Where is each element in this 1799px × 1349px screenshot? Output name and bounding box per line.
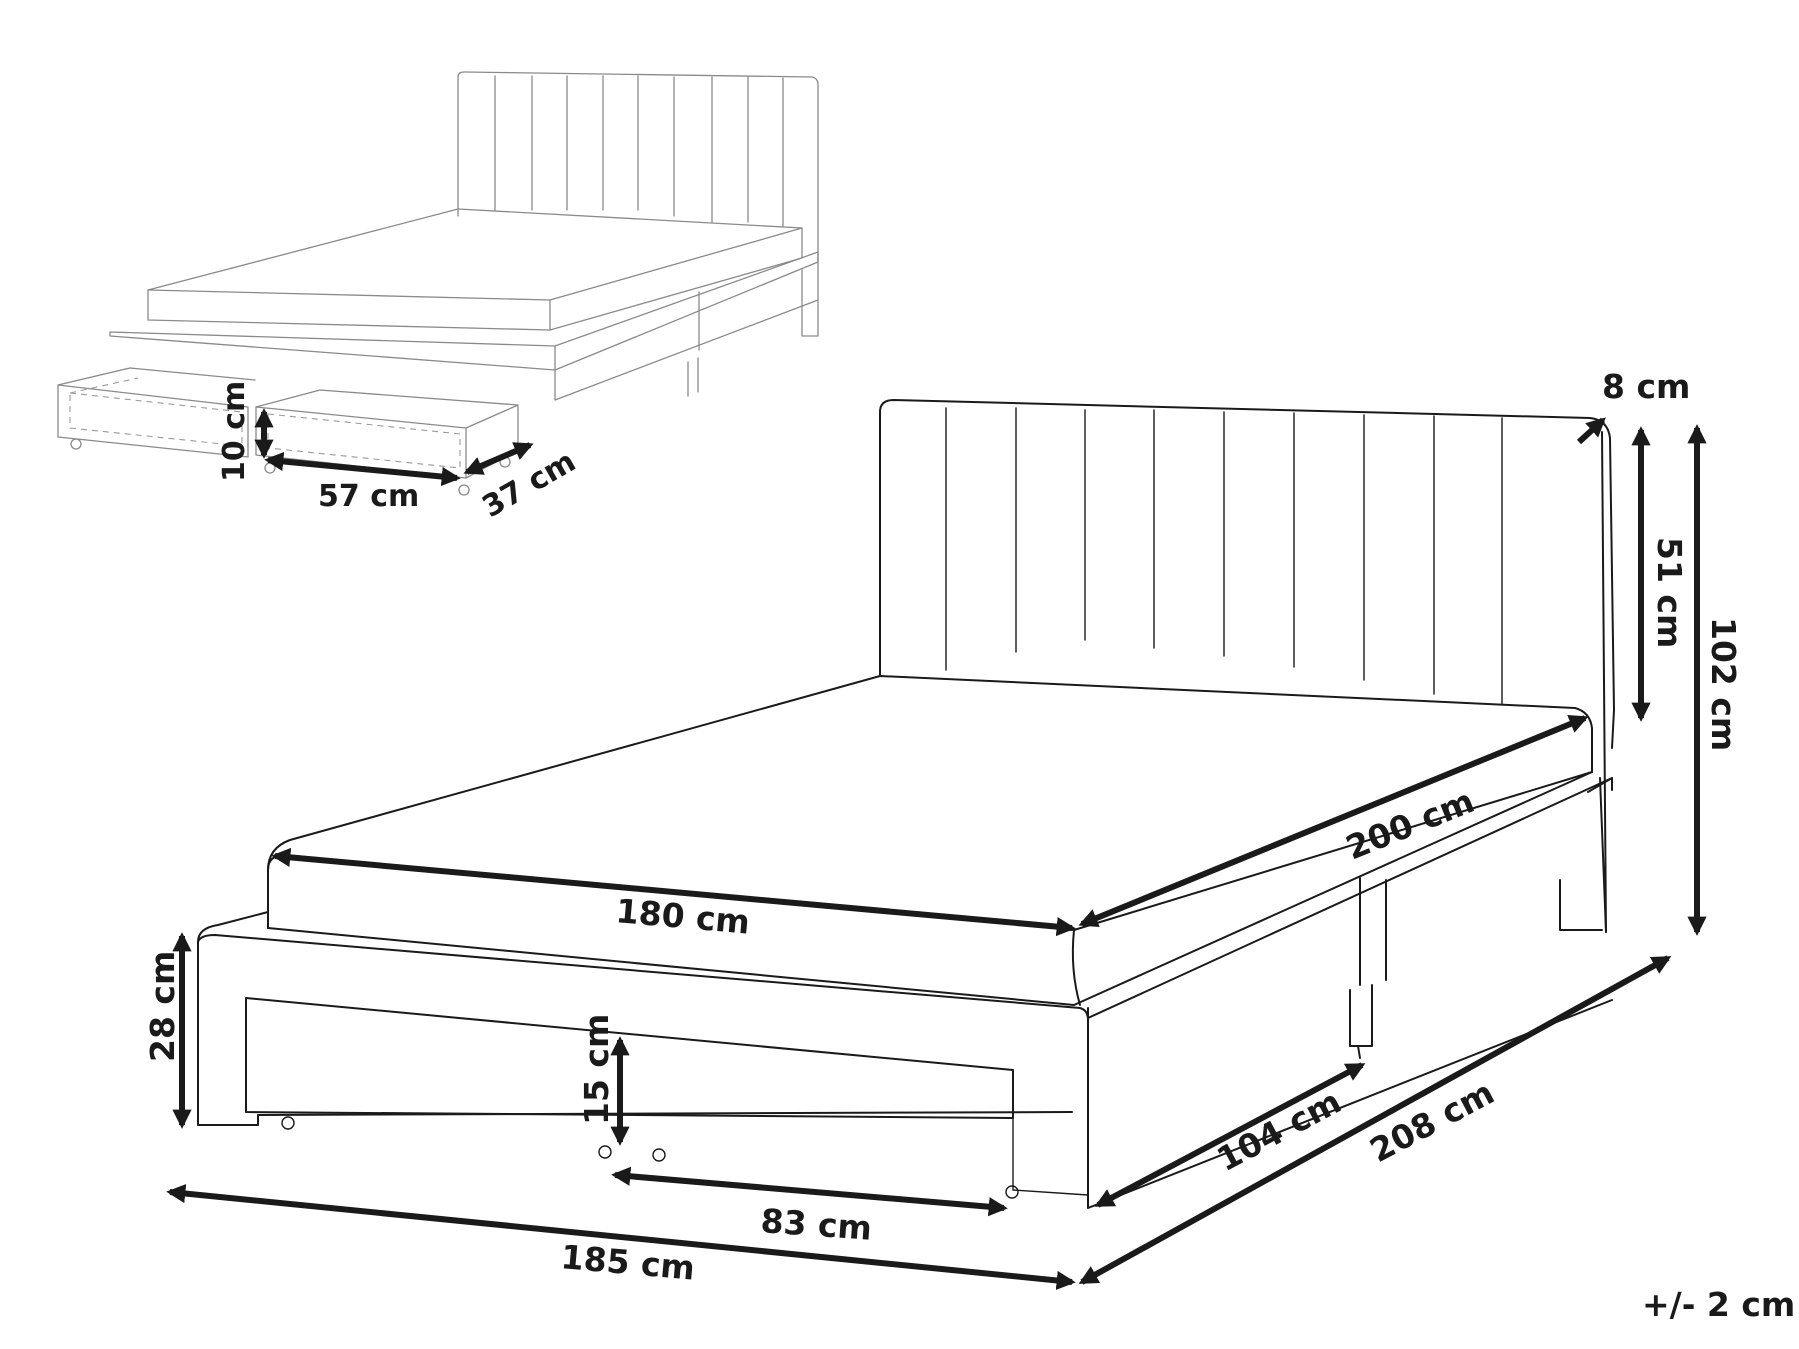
arrow-small-drawer-width — [264, 451, 461, 487]
arrow-small-drawer-depth — [463, 442, 534, 475]
label-small-drawer-width: 57 cm — [318, 479, 419, 514]
label-headboard-depth: 8 cm — [1602, 367, 1690, 406]
label-frame-height: 28 cm — [143, 951, 182, 1062]
arrow-headboard-depth — [1576, 417, 1606, 445]
arrow-mattress-length — [1078, 714, 1589, 928]
label-small-drawer-depth: 37 cm — [477, 444, 582, 525]
label-drawer-height: 15 cm — [577, 1014, 616, 1125]
dimension-arrows — [166, 408, 1707, 1291]
label-total-height: 102 cm — [1704, 617, 1743, 751]
label-small-drawer-height: 10 cm — [217, 381, 252, 482]
dimension-labels: 10 cm 57 cm 37 cm 8 cm 51 cm 102 cm 200 … — [143, 367, 1795, 1324]
arrow-mattress-width — [271, 847, 1076, 937]
label-drawer-length: 104 cm — [1210, 1082, 1347, 1179]
arrow-drawer-width — [611, 1166, 1008, 1217]
main-bed-drawing — [197, 399, 1615, 1209]
arrow-total-length — [1078, 955, 1672, 1285]
label-headboard-height: 51 cm — [1650, 537, 1689, 648]
tolerance-note: +/- 2 cm — [1642, 1285, 1795, 1324]
label-drawer-width: 83 cm — [759, 1201, 873, 1248]
arrow-total-width — [166, 1183, 1076, 1291]
small-bed-preview — [57, 71, 819, 496]
